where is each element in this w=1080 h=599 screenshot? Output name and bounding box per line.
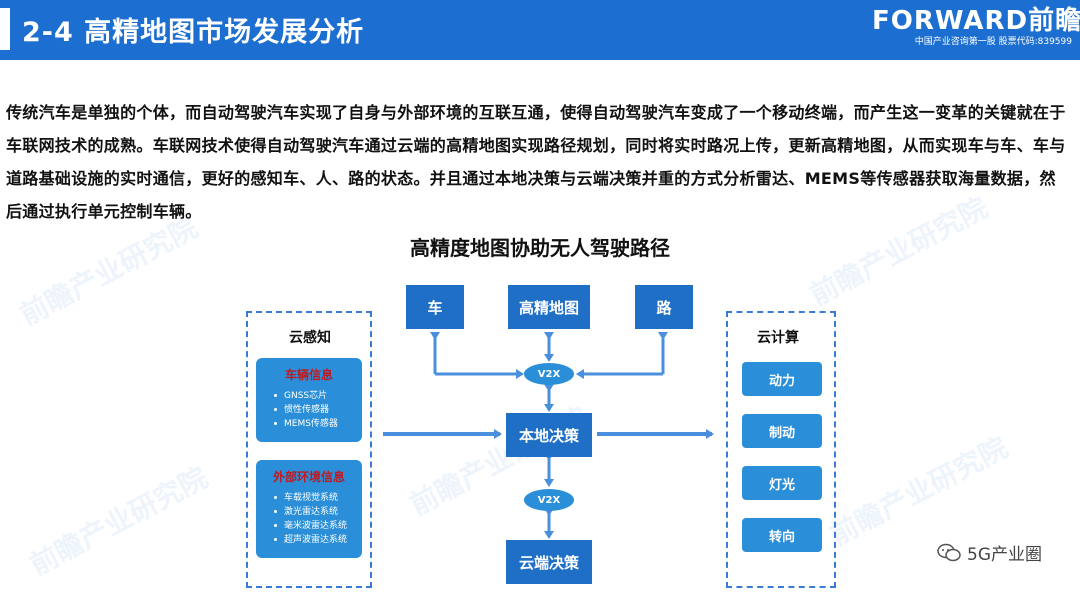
- brand-subtitle: 中国产业咨询第一股 股票代码:839599: [914, 37, 1072, 47]
- env-info-list: 车载视觉系统 激光雷达系统 毫米波雷达系统 超声波雷达系统: [266, 491, 352, 547]
- arrow-road-v2x: [576, 332, 668, 379]
- compute-brake: 制动: [742, 414, 822, 448]
- list-item: 激光雷达系统: [274, 505, 352, 519]
- node-car: 车: [406, 285, 464, 329]
- page-title: 2-4 高精地图市场发展分析: [22, 17, 365, 48]
- cloud-compute-panel: [726, 311, 836, 588]
- brand-logo-text: FORWARD前瞻: [872, 6, 1080, 36]
- list-item: MEMS传感器: [274, 417, 352, 431]
- node-hd-map: 高精地图: [508, 285, 590, 329]
- list-item: 车载视觉系统: [274, 491, 352, 505]
- diagram-title: 高精度地图协助无人驾驶路径: [410, 236, 670, 260]
- vehicle-info-card: 车辆信息 GNSS芯片 惯性传感器 MEMS传感器: [256, 358, 362, 442]
- source-label: 5G产业圈: [967, 545, 1042, 565]
- cloud-sense-title: 云感知: [289, 330, 331, 346]
- compute-power: 动力: [742, 362, 822, 396]
- node-road: 路: [635, 285, 693, 329]
- header-accent: [0, 8, 10, 50]
- env-info-heading: 外部环境信息: [272, 470, 345, 484]
- wechat-icon: [937, 543, 961, 561]
- node-cloud-decision: 云端决策: [506, 540, 592, 584]
- list-item: 惯性传感器: [274, 403, 352, 417]
- env-info-card: 外部环境信息 车载视觉系统 激光雷达系统 毫米波雷达系统 超声波雷达系统: [256, 460, 362, 558]
- vehicle-info-list: GNSS芯片 惯性传感器 MEMS传感器: [266, 389, 352, 431]
- cloud-compute-title: 云计算: [757, 330, 799, 346]
- list-item: 毫米波雷达系统: [274, 519, 352, 533]
- vehicle-info-heading: 车辆信息: [284, 368, 333, 382]
- cloud-sense-panel: [246, 311, 372, 588]
- compute-steering: 转向: [742, 518, 822, 552]
- node-local-decision: 本地决策: [506, 413, 592, 457]
- brand-logo: FORWARD前瞻 中国产业咨询第一股 股票代码:839599: [872, 6, 1080, 48]
- intro-paragraph: 传统汽车是单独的个体，而自动驾驶汽车实现了自身与外部环境的互联互通，使得自动驾驶…: [6, 103, 1066, 221]
- arrow-car-v2x: [430, 332, 524, 379]
- list-item: 超声波雷达系统: [274, 533, 352, 547]
- compute-lights: 灯光: [742, 466, 822, 500]
- list-item: GNSS芯片: [274, 389, 352, 403]
- v2x-node-bottom: V2X: [524, 489, 574, 511]
- header-bar: 2-4 高精地图市场发展分析 FORWARD前瞻 中国产业咨询第一股 股票代码:…: [0, 0, 1080, 60]
- source-mark: 5G产业圈: [937, 540, 1042, 565]
- v2x-node-top: V2X: [524, 363, 574, 385]
